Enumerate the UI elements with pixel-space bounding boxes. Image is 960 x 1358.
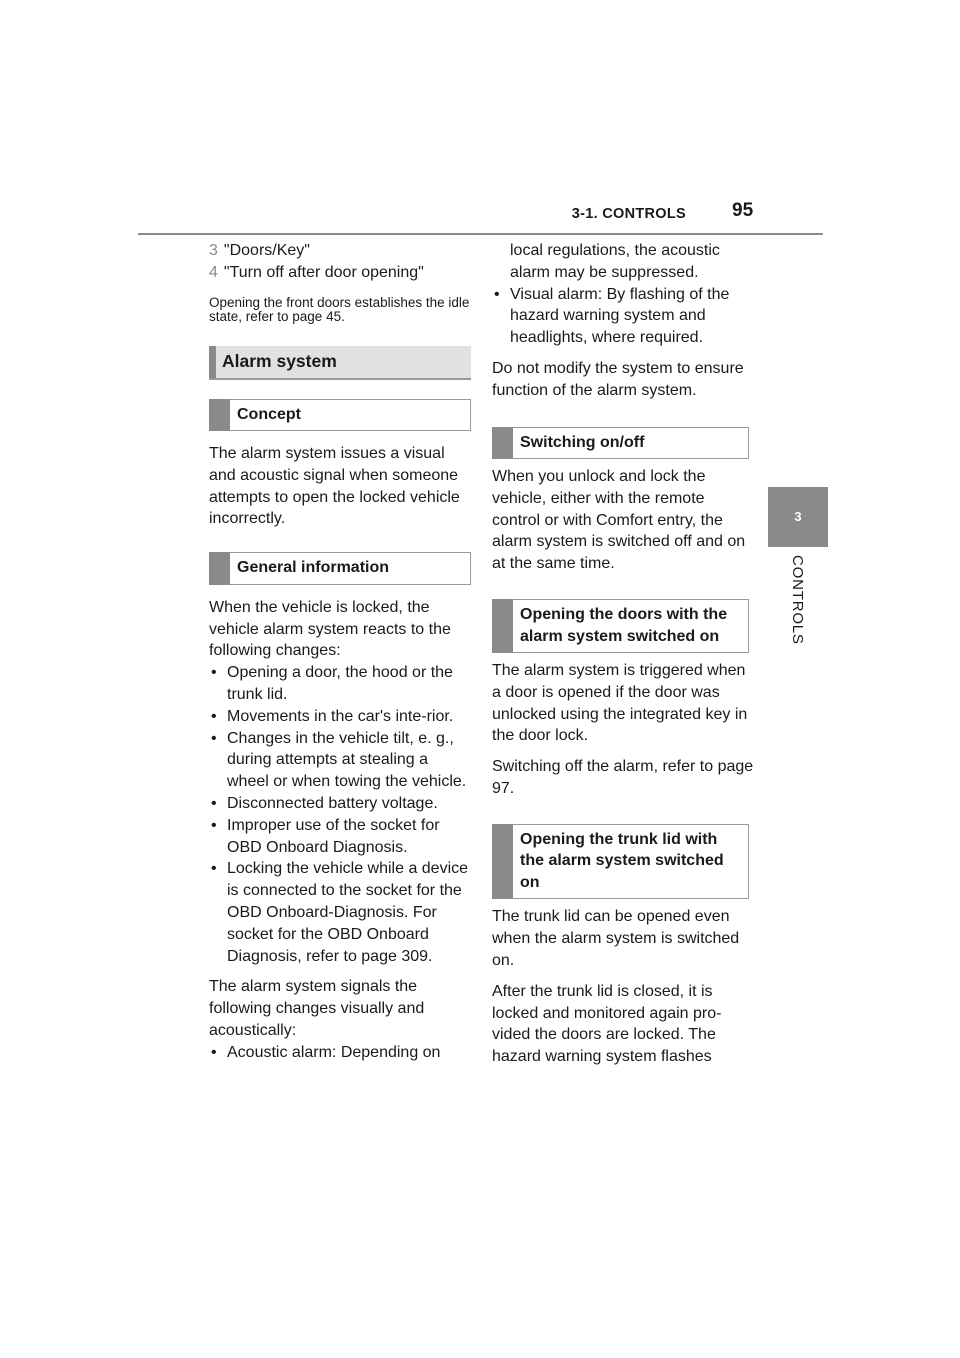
section-heading-alarm-system: Alarm system xyxy=(209,345,471,380)
concept-paragraph: The alarm system issues a visual and aco… xyxy=(209,445,460,528)
doors-reference-paragraph: Switching off the alarm, refer to page 9… xyxy=(492,758,754,798)
step-item: 4 "Turn off after door opening" xyxy=(209,262,471,284)
list-item: Acoustic alarm: Depending on xyxy=(209,1042,471,1064)
list-item: Improper use of the socket for OBD Onboa… xyxy=(209,815,471,859)
header-rule xyxy=(138,233,823,235)
subheading-general-information: General information xyxy=(209,552,471,585)
switching-paragraph: When you unlock and lock the vehicle, ei… xyxy=(492,468,746,573)
step-number: 3 xyxy=(209,242,218,259)
step-text: "Doors/Key" xyxy=(223,242,310,259)
trunk-paragraph-1: The trunk lid can be opened even when th… xyxy=(492,908,740,969)
signals-list-continued: Visual alarm: By flashing of the hazard … xyxy=(492,284,754,349)
list-item: Locking the vehicle while a device is co… xyxy=(209,858,471,967)
idle-state-note: Opening the front doors establishes the … xyxy=(209,294,470,324)
list-item: Visual alarm: By flashing of the hazard … xyxy=(492,284,754,349)
step-text: "Turn off after door opening" xyxy=(223,263,424,281)
list-item: Disconnected battery voltage. xyxy=(209,793,471,815)
subheading-switching-on-off: Switching on/off xyxy=(492,426,749,460)
subheading-opening-trunk-lid: Opening the trunk lid with the alarm sys… xyxy=(492,823,749,900)
chapter-tab-label: CONTROLS xyxy=(789,555,806,645)
signals-intro-paragraph: The alarm system signals the following c… xyxy=(209,978,425,1039)
modify-warning-paragraph: Do not modify the system to ensure funct… xyxy=(492,359,744,399)
signals-list: Acoustic alarm: Depending on xyxy=(209,1042,471,1064)
step-item: 3 "Doors/Key" xyxy=(209,240,471,262)
signals-bullet-continuation: local regulations, the acoustic alarm ma… xyxy=(510,242,720,281)
general-intro-paragraph: When the vehicle is locked, the vehicle … xyxy=(209,598,451,660)
chapter-tab-number: 3 xyxy=(768,487,828,547)
list-item: Opening a door, the hood or the trunk li… xyxy=(209,662,471,706)
subheading-opening-doors: Opening the doors with the alarm system … xyxy=(492,599,749,654)
subheading-concept: Concept xyxy=(209,398,471,432)
trunk-paragraph-2: After the trunk lid is closed, it is loc… xyxy=(492,982,722,1066)
left-column: 3 "Doors/Key" 4 "Turn off after door openi… xyxy=(209,240,471,1064)
doors-paragraph: The alarm system is triggered when a doo… xyxy=(492,662,748,745)
list-item: Movements in the car's inte-rior. xyxy=(209,706,471,728)
running-header-section: 3-1. CONTROLS xyxy=(571,206,686,222)
page-number: 95 xyxy=(732,200,754,221)
list-item: Changes in the vehicle tilt, e. g., duri… xyxy=(209,728,471,793)
step-number: 4 xyxy=(209,263,218,281)
reaction-list: Opening a door, the hood or the trunk li… xyxy=(209,662,471,967)
right-column: local regulations, the acoustic alarm ma… xyxy=(492,240,754,1068)
